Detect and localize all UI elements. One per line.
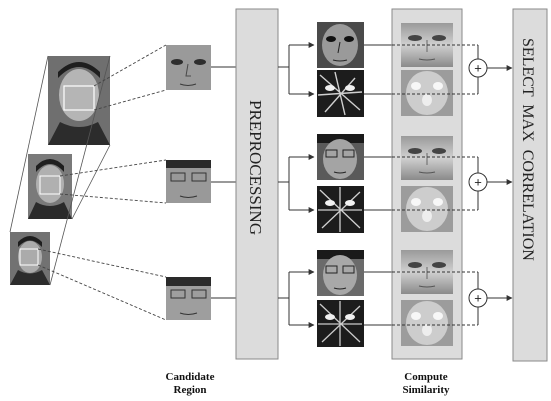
sum-symbol: + (474, 61, 482, 76)
select-max-correlation-label: SELECT MAX CORRELATION (519, 38, 536, 261)
preprocessing-label: PREPROCESSING (246, 100, 265, 235)
processed-face-1a (317, 22, 364, 68)
processed-face-1b (317, 70, 364, 117)
template-face-1b (401, 70, 453, 116)
processed-face-3b (317, 300, 364, 347)
to-similarity-lines (364, 44, 392, 326)
candidate-region-1 (166, 45, 211, 90)
processed-face-2b (317, 186, 364, 233)
select-max-correlation-block (512, 8, 548, 362)
sum-node-1: + (468, 58, 488, 78)
to-preprocessing-lines (211, 66, 236, 299)
caption-line: Candidate (165, 371, 215, 383)
candidate-region-caption: Candidate Region (150, 371, 230, 397)
similarity-dotted-lines (392, 44, 478, 326)
template-face-3b (401, 300, 453, 346)
to-select-arrows (487, 65, 513, 301)
caption-line: Region (173, 384, 207, 396)
processed-face-2a (317, 134, 364, 180)
sum-node-3: + (468, 288, 488, 308)
compute-similarity-caption: Compute Similarity (386, 371, 466, 397)
caption-line: Similarity (402, 384, 450, 396)
template-face-2a (401, 136, 453, 180)
caption-line: Compute (404, 371, 448, 383)
candidate-dotted-lines (37, 44, 167, 321)
sum-node-2: + (468, 172, 488, 192)
template-face-2b (401, 186, 453, 232)
input-photo-medium (28, 154, 72, 219)
pyramid-connector-lines (9, 55, 111, 286)
branch-arrows (278, 42, 315, 328)
preprocessing-block (235, 8, 279, 360)
processed-face-3a (317, 250, 364, 296)
sum-symbol: + (474, 175, 482, 190)
candidate-region-2 (166, 160, 211, 203)
candidate-region-3 (166, 277, 211, 320)
input-photo-large (48, 56, 110, 145)
input-photo-small (10, 232, 50, 285)
sum-symbol: + (474, 291, 482, 306)
